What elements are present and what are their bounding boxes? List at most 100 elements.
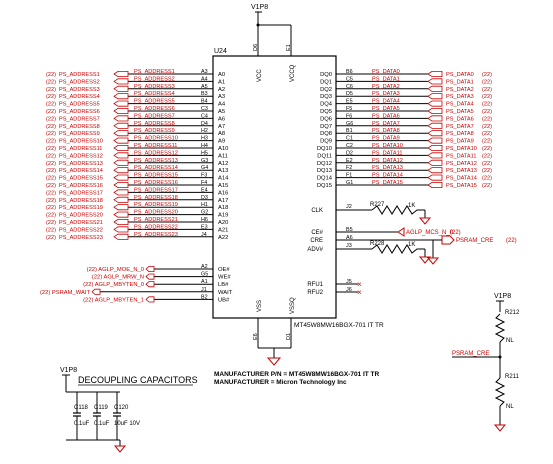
address-ext: (22) xyxy=(46,153,56,159)
data-ext: (22) xyxy=(482,87,492,93)
data-port xyxy=(427,93,443,100)
cs-arrow xyxy=(397,227,405,237)
address-net-ext: PS_ADDRESS4 xyxy=(59,94,100,100)
data-ext: (22) xyxy=(482,146,492,152)
address-net-label: PS_ADDRESS3 xyxy=(134,84,175,90)
address-net-ext: PS_ADDRESS1 xyxy=(59,72,100,78)
address-pin-name: A17 xyxy=(218,198,228,204)
address-ball: C3 xyxy=(201,106,208,112)
decoupling-title: DECOUPLING CAPACITORS xyxy=(78,375,198,385)
address-pin-name: A8 xyxy=(218,131,225,137)
control-ball: G5 xyxy=(201,272,208,278)
address-ball: C4 xyxy=(201,113,208,119)
data-ext: (22) xyxy=(482,153,492,159)
address-ball: G3 xyxy=(201,158,208,164)
data-pin-name: DQ13 xyxy=(317,168,332,174)
address-port xyxy=(113,211,129,218)
data-port xyxy=(427,181,443,189)
r212-resistor xyxy=(494,313,506,343)
address-net-label: PS_ADDRESS11 xyxy=(134,143,177,149)
address-ext: (22) xyxy=(46,205,56,211)
address-pin-name: A7 xyxy=(218,124,225,130)
data-net-label: PS_DATA11 xyxy=(372,150,402,156)
address-pin-name: A22 xyxy=(218,235,228,241)
control-net-label: (22) AGLP_MBYTEN_0 xyxy=(83,282,144,288)
data-net-ext: PS_DATA2 xyxy=(446,87,474,93)
clk-ground-symbol xyxy=(418,217,432,225)
r227-resistor xyxy=(371,205,425,215)
address-net-ext: PS_ADDRESS22 xyxy=(59,227,103,233)
data-port xyxy=(427,137,443,144)
data-net-label: PS_DATA0 xyxy=(372,69,400,75)
rfu1-pin-name: RFU1 xyxy=(307,282,323,288)
address-ball: J4 xyxy=(201,232,207,238)
cs-net-label: AGLP_MCS_N_0 xyxy=(406,230,454,236)
vccq-pin-name: VCCQ xyxy=(290,64,296,82)
data-net-label: PS_DATA7 xyxy=(372,121,400,127)
data-net-ext: PS_DATA12 xyxy=(446,161,477,167)
data-net-ext: PS_DATA9 xyxy=(446,139,474,145)
address-port xyxy=(113,181,129,189)
address-ball: H3 xyxy=(201,136,208,142)
control-port xyxy=(145,281,155,288)
data-ext: (22) xyxy=(482,124,492,130)
r211-ref: R211 xyxy=(505,374,520,380)
address-ext: (22) xyxy=(46,220,56,226)
data-net-label: PS_DATA12 xyxy=(372,158,403,164)
r212-ref: R212 xyxy=(505,310,520,316)
data-port xyxy=(427,167,443,174)
address-ext: (22) xyxy=(46,183,56,189)
address-net-ext: PS_ADDRESS21 xyxy=(59,220,103,226)
data-pin-name: DQ4 xyxy=(320,102,333,108)
address-port xyxy=(113,233,129,240)
data-ball: C5 xyxy=(346,76,353,82)
data-net-label: PS_DATA8 xyxy=(372,128,400,134)
chip-part-label: MT45W8MW16BGX-701 IT TR xyxy=(294,322,384,329)
address-ball: G4 xyxy=(201,165,208,171)
address-port xyxy=(113,100,129,107)
address-port xyxy=(113,167,129,174)
cre-net-ext: (22) xyxy=(506,238,517,244)
r211-value: NL xyxy=(506,404,514,410)
address-net-label: PS_ADDRESS4 xyxy=(134,91,175,97)
address-pin-name: A3 xyxy=(218,94,225,100)
data-ball: B1 xyxy=(346,128,353,134)
data-ball: E5 xyxy=(346,99,353,105)
rfu2-ball: J6 xyxy=(346,287,352,293)
control-pin-name: OE# xyxy=(218,267,230,273)
data-ext: (22) xyxy=(482,168,492,174)
data-ext: (22) xyxy=(482,72,492,78)
address-net-ext: PS_ADDRESS8 xyxy=(59,124,100,130)
address-net-label: PS_ADDRESS1 xyxy=(134,69,175,75)
data-pin-name: DQ15 xyxy=(317,183,332,189)
address-port xyxy=(113,93,129,100)
address-net-ext: PS_ADDRESS16 xyxy=(59,183,103,189)
address-net-ext: PS_ADDRESS18 xyxy=(59,198,103,204)
address-pin-name: A11 xyxy=(218,153,228,159)
divider-rail-label: V1P8 xyxy=(494,293,511,300)
control-port xyxy=(145,265,155,273)
address-net-ext: PS_ADDRESS20 xyxy=(59,213,103,219)
address-pin-name: A20 xyxy=(218,220,228,226)
data-ext: (22) xyxy=(482,79,492,85)
c120-ref: C120 xyxy=(114,405,129,411)
address-port xyxy=(113,152,129,159)
address-pin-name: A2 xyxy=(218,87,225,93)
address-port xyxy=(113,85,129,92)
adv-ground-symbol xyxy=(418,256,432,264)
control-ball: A1 xyxy=(201,279,208,285)
control-pin-name: WAIT xyxy=(218,290,233,296)
address-ball: D3 xyxy=(201,195,208,201)
data-net-ext: PS_DATA14 xyxy=(446,176,477,182)
rfu1-ball: J5 xyxy=(346,279,352,285)
address-net-label: PS_ADDRESS13 xyxy=(134,158,178,164)
data-net-label: PS_DATA1 xyxy=(372,76,400,82)
adv-pin-name: ADV# xyxy=(307,247,323,253)
data-ball: D2 xyxy=(346,150,353,156)
ce-ball: B5 xyxy=(346,227,353,233)
r227-value: 1K xyxy=(408,203,415,209)
data-pin-name: DQ7 xyxy=(320,124,332,130)
address-pin-name: A4 xyxy=(218,102,226,108)
